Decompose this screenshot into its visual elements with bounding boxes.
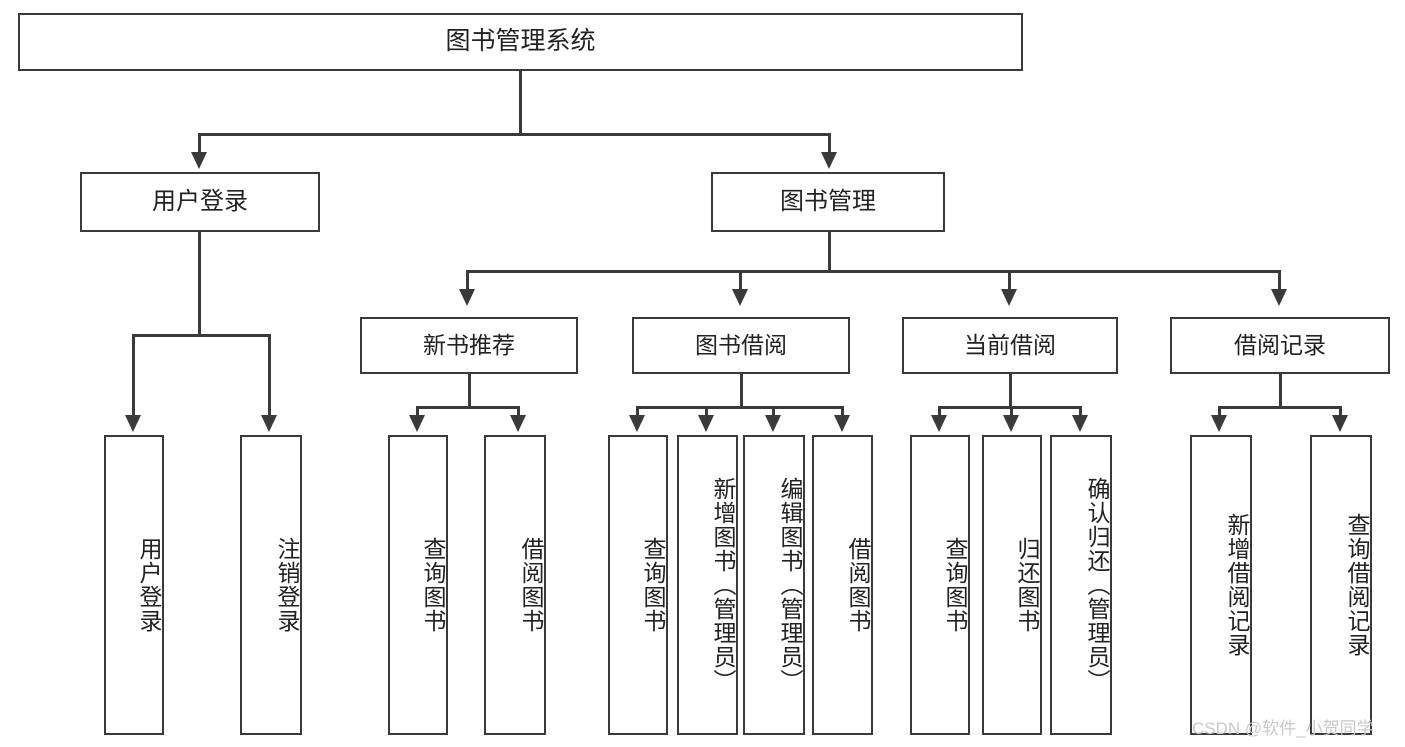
leaf-query-book-borrow[interactable]: 查询图书 xyxy=(608,435,668,735)
connector-root-stem xyxy=(519,71,522,135)
arrow-book-mgmt-c1 xyxy=(459,289,475,306)
node-root-system[interactable]: 图书管理系统 xyxy=(18,13,1023,71)
arrow-current-leaf1 xyxy=(931,415,947,432)
connector-book-mgmt-c2 xyxy=(739,270,742,292)
node-book-borrow[interactable]: 图书借阅 xyxy=(632,317,850,374)
connector-new-book-leaf2 xyxy=(517,406,520,418)
arrow-user-login-leaf2 xyxy=(261,415,277,432)
arrow-book-mgmt-c4 xyxy=(1271,289,1287,306)
arrow-book-mgmt-c2 xyxy=(732,289,748,306)
connector-borrow-stem xyxy=(740,374,743,409)
arrow-root-to-book-mgmt xyxy=(821,152,837,169)
connector-user-login-leaf2 xyxy=(268,334,271,418)
connector-book-mgmt-stem xyxy=(828,232,831,272)
node-borrow-record[interactable]: 借阅记录 xyxy=(1170,317,1390,374)
leaf-add-borrow-record[interactable]: 新增借阅记录 xyxy=(1190,435,1252,735)
connector-root-bar xyxy=(198,133,831,136)
arrow-current-leaf3 xyxy=(1072,415,1088,432)
connector-new-book-bar xyxy=(416,406,520,409)
connector-current-stem xyxy=(1009,374,1012,409)
arrow-borrow-leaf2 xyxy=(698,415,714,432)
connector-borrow-leaf4 xyxy=(841,406,844,418)
leaf-query-borrow-record[interactable]: 查询借阅记录 xyxy=(1310,435,1372,735)
connector-root-to-book-mgmt xyxy=(828,133,831,155)
connector-book-mgmt-c1 xyxy=(466,270,469,292)
arrow-book-mgmt-c3 xyxy=(1001,289,1017,306)
connector-borrow-leaf3 xyxy=(772,406,775,418)
leaf-user-login[interactable]: 用户登录 xyxy=(104,435,164,735)
node-user-login[interactable]: 用户登录 xyxy=(80,172,320,232)
node-new-book-recommend[interactable]: 新书推荐 xyxy=(360,317,578,374)
connector-book-mgmt-bar xyxy=(466,270,1281,273)
leaf-return-book[interactable]: 归还图书 xyxy=(982,435,1042,735)
connector-record-bar xyxy=(1218,406,1342,409)
leaf-query-book-new[interactable]: 查询图书 xyxy=(388,435,448,735)
leaf-edit-book-admin[interactable]: 编辑图书（管理员） xyxy=(743,435,805,735)
arrow-user-login-leaf1 xyxy=(125,415,141,432)
arrow-new-book-leaf1 xyxy=(409,415,425,432)
connector-borrow-leaf2 xyxy=(705,406,708,418)
connector-new-book-leaf1 xyxy=(416,406,419,418)
arrow-borrow-leaf3 xyxy=(765,415,781,432)
leaf-borrow-book-new[interactable]: 借阅图书 xyxy=(484,435,546,735)
arrow-borrow-leaf4 xyxy=(834,415,850,432)
connector-borrow-bar xyxy=(636,406,844,409)
connector-book-mgmt-c3 xyxy=(1008,270,1011,292)
connector-record-stem xyxy=(1279,374,1282,409)
arrow-borrow-leaf1 xyxy=(629,415,645,432)
leaf-confirm-return-admin[interactable]: 确认归还（管理员） xyxy=(1050,435,1112,735)
leaf-add-book-admin[interactable]: 新增图书（管理员） xyxy=(677,435,738,735)
arrow-record-leaf2 xyxy=(1332,415,1348,432)
connector-root-to-user-login xyxy=(198,133,201,155)
connector-record-leaf1 xyxy=(1218,406,1221,418)
connector-user-login-stem xyxy=(198,232,201,336)
leaf-borrow-book[interactable]: 借阅图书 xyxy=(812,435,873,735)
connector-current-leaf3 xyxy=(1079,406,1082,418)
leaf-logout[interactable]: 注销登录 xyxy=(240,435,302,735)
node-current-borrow[interactable]: 当前借阅 xyxy=(902,317,1118,374)
connector-book-mgmt-c4 xyxy=(1278,270,1281,292)
connector-new-book-stem xyxy=(468,374,471,409)
arrow-root-to-user-login xyxy=(191,152,207,169)
leaf-query-book-current[interactable]: 查询图书 xyxy=(910,435,970,735)
arrow-record-leaf1 xyxy=(1211,415,1227,432)
arrow-new-book-leaf2 xyxy=(510,415,526,432)
connector-user-login-bar xyxy=(132,334,268,337)
connector-borrow-leaf1 xyxy=(636,406,639,418)
connector-current-leaf2 xyxy=(1010,406,1013,418)
node-book-management[interactable]: 图书管理 xyxy=(711,172,945,232)
connector-user-login-leaf1 xyxy=(132,334,135,418)
arrow-current-leaf2 xyxy=(1003,415,1019,432)
connector-record-leaf2 xyxy=(1339,406,1342,418)
connector-current-leaf1 xyxy=(938,406,941,418)
